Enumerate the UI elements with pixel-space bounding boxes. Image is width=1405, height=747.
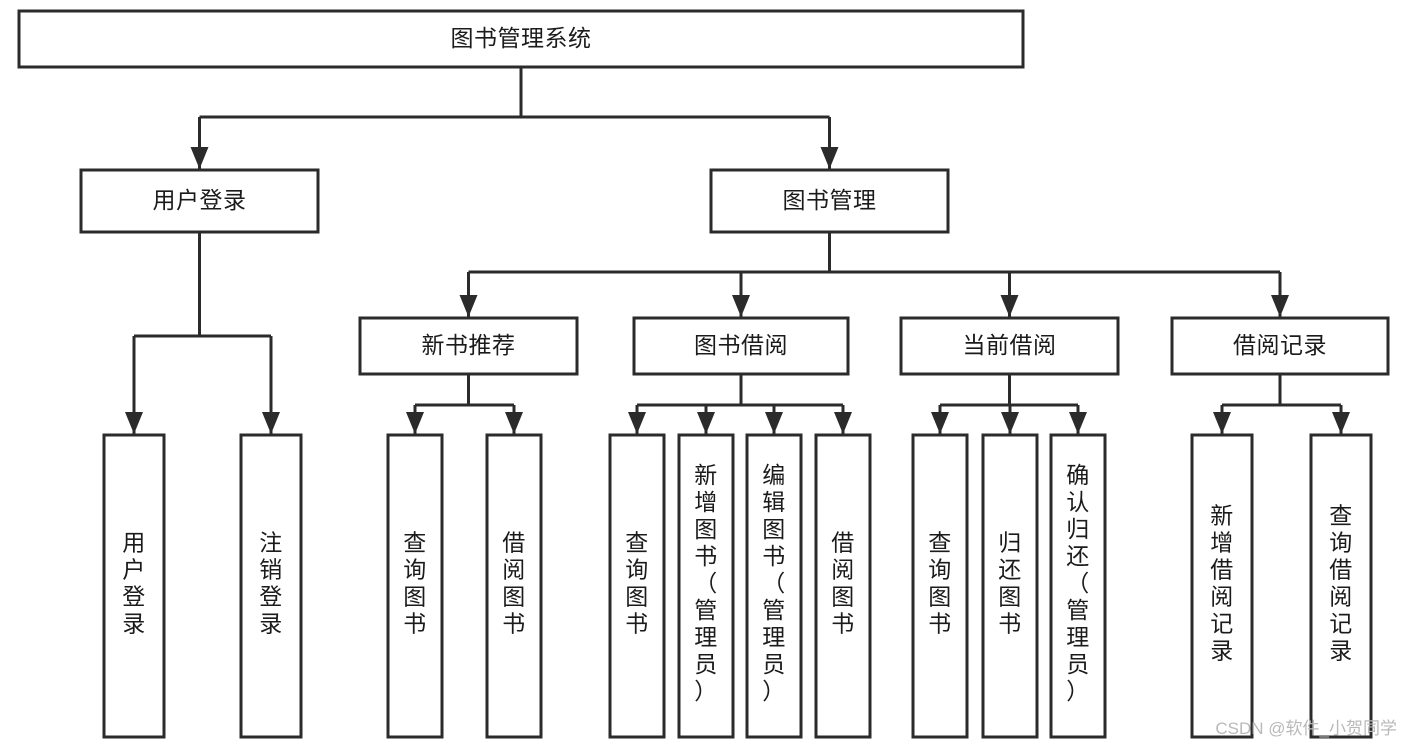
- arrow-head-icon: [1001, 412, 1019, 434]
- node-label-leaf-query-record: 查询借阅记录: [1329, 503, 1353, 664]
- node-label-leaf-edit-book: 编辑图书（管理员）: [762, 462, 786, 704]
- node-leaf-confirm-return[interactable]: 确认归还（管理员）: [1049, 433, 1107, 739]
- node-box-leaf-user-login[interactable]: [102, 433, 166, 739]
- arrow-head-icon: [820, 147, 839, 169]
- arrow-head-icon: [732, 295, 750, 317]
- arrow-head-icon: [505, 412, 523, 434]
- node-leaf-query-book-current[interactable]: 查询图书: [911, 433, 969, 739]
- node-box-leaf-add-book[interactable]: [677, 433, 735, 739]
- node-leaf-borrow-book-rec[interactable]: 借阅图书: [485, 433, 543, 739]
- node-leaf-add-book[interactable]: 新增图书（管理员）: [677, 433, 735, 739]
- arrow-head-icon: [1332, 412, 1350, 434]
- arrow-head-icon: [1213, 412, 1231, 434]
- node-label-leaf-borrow-book: 借阅图书: [831, 530, 855, 637]
- node-box-book-manage[interactable]: [709, 168, 950, 234]
- node-label-leaf-return-book: 归还图书: [998, 530, 1022, 637]
- arrow-head-icon: [406, 412, 424, 434]
- node-leaf-edit-book[interactable]: 编辑图书（管理员）: [745, 433, 803, 739]
- node-box-leaf-confirm-return[interactable]: [1049, 433, 1107, 739]
- node-leaf-add-record[interactable]: 新增借阅记录: [1190, 433, 1254, 739]
- arrow-head-icon: [697, 412, 715, 434]
- node-book-borrow[interactable]: 图书借阅: [632, 316, 850, 376]
- node-box-user-login[interactable]: [79, 168, 320, 234]
- node-box-leaf-logout[interactable]: [239, 433, 303, 739]
- node-label-book-manage: 图书管理: [783, 187, 877, 213]
- node-box-root[interactable]: [17, 9, 1025, 69]
- node-box-leaf-query-book-rec[interactable]: [386, 433, 444, 739]
- node-label-current-borrow: 当前借阅: [963, 332, 1057, 358]
- node-leaf-query-record[interactable]: 查询借阅记录: [1309, 433, 1373, 739]
- node-box-leaf-query-book-borrow[interactable]: [608, 433, 666, 739]
- node-label-leaf-query-book-borrow: 查询图书: [625, 530, 649, 637]
- node-box-leaf-query-book-current[interactable]: [911, 433, 969, 739]
- node-box-current-borrow[interactable]: [899, 316, 1120, 376]
- arrow-head-icon: [459, 295, 478, 317]
- node-label-user-login: 用户登录: [153, 187, 247, 213]
- node-label-new-book-rec: 新书推荐: [422, 332, 516, 358]
- node-leaf-logout[interactable]: 注销登录: [239, 433, 303, 739]
- arrow-head-icon: [931, 412, 949, 434]
- node-root[interactable]: 图书管理系统: [17, 9, 1025, 69]
- node-leaf-user-login[interactable]: 用户登录: [102, 433, 166, 739]
- node-label-leaf-query-book-current: 查询图书: [928, 530, 952, 637]
- node-label-leaf-add-book: 新增图书（管理员）: [694, 462, 718, 704]
- node-label-leaf-user-login: 用户登录: [122, 530, 146, 637]
- arrow-head-icon: [190, 147, 209, 169]
- node-box-leaf-add-record[interactable]: [1190, 433, 1254, 739]
- arrow-head-icon: [1000, 295, 1019, 317]
- node-leaf-borrow-book[interactable]: 借阅图书: [814, 433, 872, 739]
- node-box-leaf-borrow-book[interactable]: [814, 433, 872, 739]
- arrow-head-icon: [628, 412, 646, 434]
- node-label-root: 图书管理系统: [451, 25, 592, 51]
- node-box-leaf-return-book[interactable]: [981, 433, 1039, 739]
- node-label-leaf-query-book-rec: 查询图书: [403, 530, 427, 637]
- node-book-manage[interactable]: 图书管理: [709, 168, 950, 234]
- node-label-leaf-add-record: 新增借阅记录: [1210, 503, 1234, 664]
- arrow-head-icon: [1069, 412, 1087, 434]
- node-leaf-return-book[interactable]: 归还图书: [981, 433, 1039, 739]
- node-label-leaf-logout: 注销登录: [259, 530, 283, 637]
- arrow-head-icon: [834, 412, 852, 434]
- node-label-borrow-record: 借阅记录: [1233, 332, 1327, 358]
- node-box-leaf-borrow-book-rec[interactable]: [485, 433, 543, 739]
- node-box-leaf-query-record[interactable]: [1309, 433, 1373, 739]
- node-box-book-borrow[interactable]: [632, 316, 850, 376]
- node-borrow-record[interactable]: 借阅记录: [1170, 316, 1390, 376]
- node-box-new-book-rec[interactable]: [358, 316, 579, 376]
- node-label-leaf-borrow-book-rec: 借阅图书: [502, 530, 526, 637]
- arrow-head-icon: [1271, 295, 1289, 317]
- arrow-head-icon: [765, 412, 783, 434]
- node-box-leaf-edit-book[interactable]: [745, 433, 803, 739]
- node-label-book-borrow: 图书借阅: [694, 332, 788, 358]
- node-new-book-rec[interactable]: 新书推荐: [358, 316, 579, 376]
- node-leaf-query-book-borrow[interactable]: 查询图书: [608, 433, 666, 739]
- arrow-head-icon: [262, 412, 280, 434]
- node-label-leaf-confirm-return: 确认归还（管理员）: [1066, 462, 1090, 704]
- node-box-borrow-record[interactable]: [1170, 316, 1390, 376]
- node-current-borrow[interactable]: 当前借阅: [899, 316, 1120, 376]
- node-user-login[interactable]: 用户登录: [79, 168, 320, 234]
- arrow-head-icon: [125, 412, 143, 434]
- node-leaf-query-book-rec[interactable]: 查询图书: [386, 433, 444, 739]
